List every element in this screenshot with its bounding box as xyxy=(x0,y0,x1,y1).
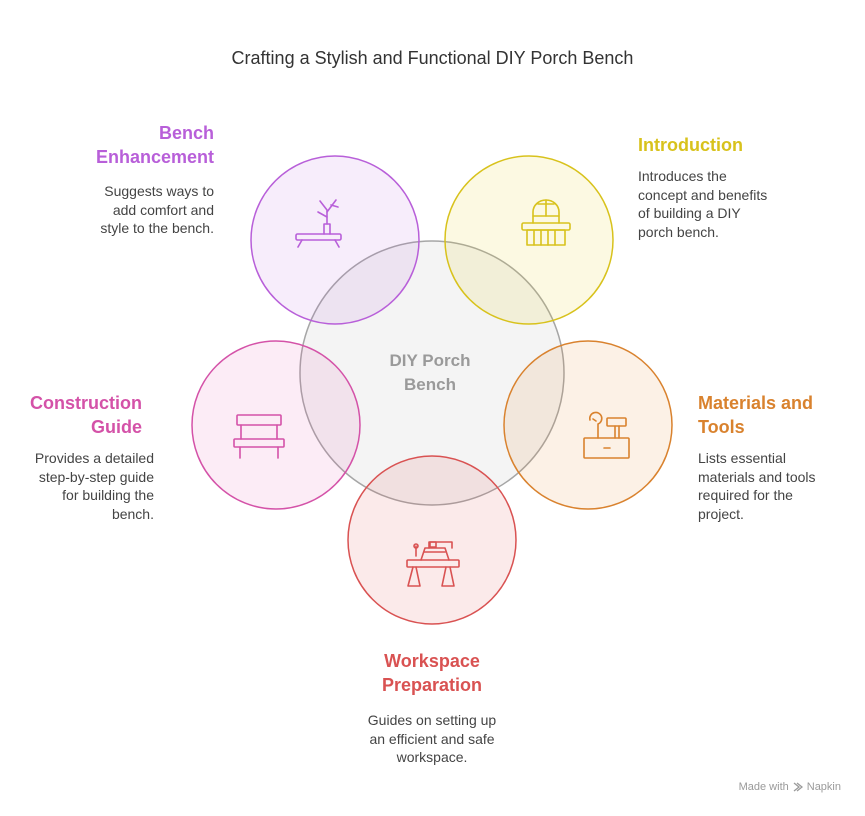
made-with-napkin[interactable]: Made with Napkin xyxy=(739,781,841,793)
desc-line: for building the xyxy=(62,487,154,503)
heading-enhancement: Bench Enhancement xyxy=(96,121,214,169)
heading-line: Enhancement xyxy=(95,147,214,167)
desc-line: workspace. xyxy=(396,749,468,765)
desc-line: Provides a detailed xyxy=(34,450,154,466)
desc-line: Introduces the xyxy=(638,168,727,184)
desc-line: add comfort and xyxy=(112,201,214,218)
desc-enhancement: Suggests ways to add comfort and style t… xyxy=(100,182,214,238)
heading-introduction: Introduction xyxy=(638,133,743,157)
desc-line: bench. xyxy=(111,505,154,522)
heading-line: Guide xyxy=(90,417,142,437)
heading-line: Bench xyxy=(158,123,214,143)
desc-line: style to the bench. xyxy=(100,220,214,236)
desc-materials: Lists essential materials and tools requ… xyxy=(698,449,816,523)
desc-line: concept and benefits xyxy=(638,186,768,203)
heading-line: Workspace xyxy=(384,651,480,671)
center-label-line: Bench xyxy=(404,375,456,394)
center-label: DIY Porch Bench xyxy=(345,349,515,397)
heading-materials: Materials and Tools xyxy=(698,391,813,439)
heading-line: Materials and xyxy=(698,393,814,413)
heading-workspace: Workspace Preparation xyxy=(332,649,532,697)
center-label-line: DIY Porch xyxy=(389,351,471,370)
desc-line: Guides on setting up xyxy=(367,712,497,728)
sewing-table-icon xyxy=(406,541,460,587)
desc-line: porch bench. xyxy=(638,223,719,240)
desc-line: an efficient and safe xyxy=(369,730,495,747)
desc-line: of building a DIY xyxy=(638,205,741,221)
heading-line: Tools xyxy=(698,417,745,437)
desc-line: Lists essential xyxy=(698,450,786,466)
desc-line: materials and tools xyxy=(698,468,816,485)
desc-construction: Provides a detailed step-by-step guide f… xyxy=(35,449,154,523)
desc-line: step-by-step guide xyxy=(38,468,154,485)
bench-icon xyxy=(233,414,285,459)
toolbox-icon xyxy=(583,411,630,459)
desc-introduction: Introduces the concept and benefits of b… xyxy=(638,167,767,241)
desc-line: Suggests ways to xyxy=(104,183,214,199)
desc-line: required for the xyxy=(698,487,793,503)
heading-line: Introduction xyxy=(638,135,743,155)
napkin-brand: Napkin xyxy=(806,781,841,793)
desc-line: project. xyxy=(698,505,744,522)
made-with-label: Made with xyxy=(738,781,789,793)
heading-line: Construction xyxy=(30,393,142,413)
circle-workspace xyxy=(347,455,517,625)
heading-construction: Construction Guide xyxy=(30,391,142,439)
desc-workspace: Guides on setting up an efficient and sa… xyxy=(332,711,532,767)
napkin-logo-icon xyxy=(793,782,803,792)
circle-materials xyxy=(503,340,673,510)
diagram-title: Crafting a Stylish and Functional DIY Po… xyxy=(231,48,634,68)
bench-plant-icon xyxy=(295,199,342,248)
center-circle xyxy=(299,240,565,506)
circle-introduction xyxy=(444,155,614,325)
arched-bench-icon xyxy=(521,199,571,246)
heading-line: Preparation xyxy=(381,675,483,695)
